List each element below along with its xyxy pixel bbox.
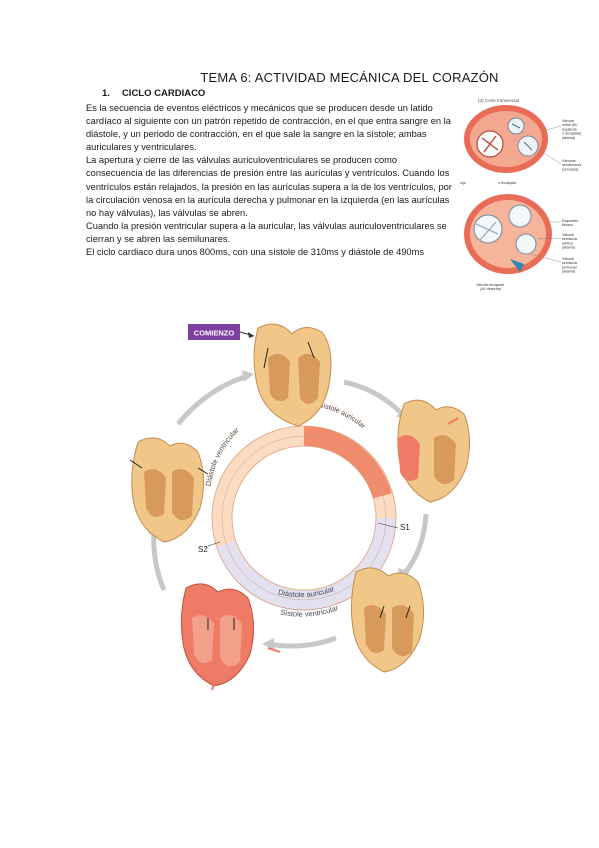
heart-top bbox=[253, 323, 332, 427]
heart-left-bottom bbox=[180, 583, 281, 691]
paragraph-2: La apertura y cierre de las válvulas aur… bbox=[86, 155, 452, 218]
body-text: Es la secuencia de eventos eléctricos y … bbox=[86, 102, 454, 259]
paragraph-3: Cuando la presión ventricular supera a l… bbox=[86, 220, 447, 244]
valves-figure-header: (d) Corte transversal bbox=[478, 98, 519, 103]
start-badge bbox=[188, 324, 240, 340]
paragraph-4: El ciclo cardiaco dura unos 800ms, con u… bbox=[86, 247, 424, 258]
ring-s1-label: S1 bbox=[400, 523, 410, 532]
ring-s2-label: S2 bbox=[198, 545, 208, 554]
cycle-ring bbox=[207, 425, 399, 611]
section-number: 1. bbox=[102, 88, 110, 99]
start-label: COMIENZO bbox=[194, 329, 235, 338]
label-rojo: rojo bbox=[460, 181, 466, 185]
section-heading: 1. CICLO CARDIACO bbox=[102, 88, 205, 99]
ring-sistole-auricular: Sístole auricular bbox=[318, 402, 367, 431]
valves-bottom-section bbox=[464, 194, 552, 274]
title-text: TEMA 6: ACTIVIDAD MECÁNICA DEL CORAZÓN bbox=[200, 70, 499, 85]
heart-right-top bbox=[397, 399, 470, 503]
paragraph-1: Es la secuencia de eventos eléctricos y … bbox=[86, 103, 451, 153]
label-tricuspide-small: o tricúspide bbox=[498, 181, 516, 185]
section-title: CICLO CARDIACO bbox=[121, 88, 206, 99]
cycle-arrows bbox=[151, 373, 429, 649]
label-tricuspide: Válvula tricúspide(AV derecha) bbox=[476, 283, 504, 291]
page-title: TEMA 6: ACTIVIDAD MECÁNICA DEL CORAZÓN bbox=[0, 70, 599, 85]
valves-top-section bbox=[464, 105, 548, 173]
cardiac-cycle-figure: COMIENZO Diástole ventricular Sístole au… bbox=[129, 323, 470, 691]
heart-left-top bbox=[129, 437, 209, 543]
heart-right-bottom bbox=[350, 567, 424, 673]
